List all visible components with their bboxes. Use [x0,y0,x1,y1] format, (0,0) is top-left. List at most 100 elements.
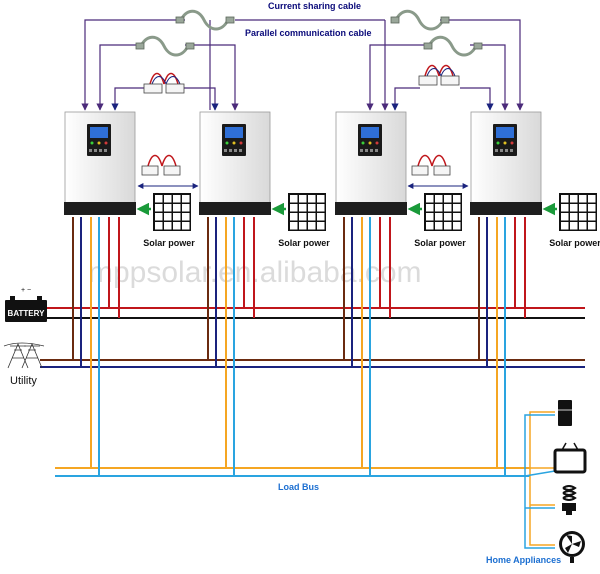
inverter-button [234,149,237,152]
status-led-icon [225,141,229,145]
solar-cell [426,204,434,212]
solar-cell [299,213,307,221]
solar-cell [561,195,569,203]
cable-connector-icon [135,16,483,50]
solar-cell [182,222,190,230]
status-led-icon [90,141,94,145]
inverter-lcd-screen [361,127,379,138]
solar-panels: Solar power Solar power Solar power Solar p… [136,193,600,248]
battery-icon: + − BATTERY [5,287,47,322]
solar-cell [308,222,316,230]
solar-cell [164,195,172,203]
status-led-icon [239,141,243,145]
utility-tower-icon [3,342,45,369]
solar-cell [444,213,452,221]
solar-panel-icon: Solar power [271,193,330,248]
television-icon [553,442,587,474]
solar-cell [173,222,181,230]
coiled-cable-icon [138,9,478,57]
solar-cell [453,195,461,203]
solar-power-label: Solar power [414,238,466,248]
solar-cell [435,195,443,203]
inverter-base [335,202,407,215]
solar-cell [579,195,587,203]
inverter-button [104,149,107,152]
svg-text:+ −: + − [21,287,31,294]
solar-panel-icon: Solar power [542,193,600,248]
current-sharing-connector-icon [143,64,460,94]
inverter-button [99,149,102,152]
refrigerator-icon [558,400,572,426]
solar-cell [173,195,181,203]
solar-panel-icon: Solar power [407,193,466,248]
battery-label: BATTERY [8,309,46,318]
status-led-icon [496,141,500,145]
inverter-button [89,149,92,152]
inverter-button [94,149,97,152]
inverter-wires [72,217,526,476]
solar-cell [570,222,578,230]
inverter-button [510,149,513,152]
solar-cell [453,222,461,230]
inverter-button [365,149,368,152]
current-sharing-cable-label: Current sharing cable [268,1,361,11]
solar-panel-icon: Solar power [136,193,195,248]
home-appliances-label: Home Appliances [486,555,561,565]
load-bus-label: Load Bus [278,482,319,492]
solar-cell [308,204,316,212]
solar-cell [164,204,172,212]
solar-cell [435,222,443,230]
solar-cell [588,222,596,230]
fan-icon [559,531,585,563]
inverter-button [229,149,232,152]
inverter-button [495,149,498,152]
solar-cell [317,213,325,221]
status-led-icon [361,141,365,145]
home-appliances-wiring [524,411,556,549]
solar-power-label: Solar power [549,238,600,248]
solar-cell [426,213,434,221]
solar-cell [182,195,190,203]
solar-cell [299,204,307,212]
solar-cell [426,222,434,230]
solar-cell [453,213,461,221]
current-sharing-connector-icon [137,154,469,189]
inverter-base [64,202,136,215]
status-led-icon [510,141,514,145]
status-led-icon [232,141,236,145]
inverter-base [470,202,542,215]
solar-cell [173,213,181,221]
solar-cell [299,195,307,203]
solar-cell [173,204,181,212]
solar-power-label: Solar power [278,238,330,248]
inverter-button [505,149,508,152]
solar-cell [579,213,587,221]
inverter-button [370,149,373,152]
status-led-icon [368,141,372,145]
solar-cell [299,222,307,230]
solar-cell [588,213,596,221]
inverter-lcd-screen [90,127,108,138]
inverter-button [224,149,227,152]
solar-cell [570,213,578,221]
solar-cell [155,204,163,212]
solar-cell [561,204,569,212]
solar-cell [444,222,452,230]
solar-cell [444,204,452,212]
solar-cell [561,213,569,221]
inverter-unit [199,111,271,215]
solar-cell [308,213,316,221]
utility-label: Utility [10,375,37,387]
inverter-unit [470,111,542,215]
inverter-lcd-screen [496,127,514,138]
solar-power-label: Solar power [143,238,195,248]
status-led-icon [97,141,101,145]
solar-cell [155,213,163,221]
status-led-icon [375,141,379,145]
solar-cell [579,222,587,230]
inverter-button [239,149,242,152]
inverter-unit [64,111,136,215]
solar-cell [561,222,569,230]
